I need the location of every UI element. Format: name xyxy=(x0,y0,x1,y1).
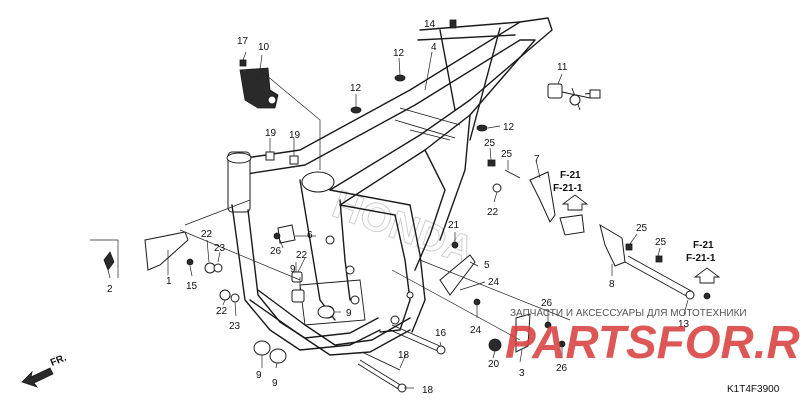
callout-3: 3 xyxy=(519,368,525,379)
part-11-lock xyxy=(547,83,601,111)
callout-9-d: 9 xyxy=(272,378,278,389)
svg-text:F-21: F-21 xyxy=(693,240,714,251)
part-22-washer-b xyxy=(219,289,231,301)
callout-14: 14 xyxy=(424,19,436,30)
svg-text:F-21-1: F-21-1 xyxy=(553,183,583,194)
sensor-bracket xyxy=(559,214,585,236)
part-18-bolt-b xyxy=(359,359,403,387)
callout-22-c: 22 xyxy=(216,306,228,317)
part-6-bracket xyxy=(277,224,296,244)
part-17-bolt xyxy=(239,59,247,67)
part-23-washer-a xyxy=(213,263,223,273)
part-7-bracket xyxy=(529,171,556,223)
callout-9-a: 9 xyxy=(290,264,296,275)
diagram-code: K1T4F3900 xyxy=(727,384,780,395)
callout-19-b: 19 xyxy=(289,130,301,141)
callout-26-a: 26 xyxy=(270,246,282,257)
callout-12-a: 12 xyxy=(393,48,405,59)
part-25-bolt-a xyxy=(487,159,496,167)
callout-9-b: 9 xyxy=(346,308,352,319)
watermark-tagline: ЗАПЧАСТИ И АКСЕССУАРЫ ДЛЯ МОТОТЕХНИКИ xyxy=(510,308,747,319)
callout-4: 4 xyxy=(431,42,437,53)
part-15-bolt xyxy=(186,258,194,266)
part-23-washer-b xyxy=(230,293,240,303)
callout-22-b: 22 xyxy=(296,250,308,261)
front-label: FR. xyxy=(49,352,68,368)
part-21-bolt xyxy=(451,241,459,249)
reference-f21-center: F-21 F-21-1 xyxy=(553,170,589,211)
part-25-bolt-d xyxy=(655,255,663,263)
callout-19-a: 19 xyxy=(265,128,277,139)
callout-24-a: 24 xyxy=(488,277,500,288)
main-frame xyxy=(226,17,553,356)
callout-11: 11 xyxy=(557,62,568,73)
callout-7: 7 xyxy=(534,154,540,165)
svg-text:F-21-1: F-21-1 xyxy=(686,253,716,264)
callout-26-b: 26 xyxy=(541,298,553,309)
callout-9-c: 9 xyxy=(256,370,262,381)
callout-13: 13 xyxy=(678,319,690,330)
callout-2: 2 xyxy=(107,284,113,295)
part-24-bolt-a xyxy=(473,298,481,306)
part-9-collar-c xyxy=(317,305,335,319)
front-arrow-icon xyxy=(21,367,54,388)
part-3-guard xyxy=(515,313,531,353)
callout-23-a: 23 xyxy=(214,243,226,254)
svg-text:F-21: F-21 xyxy=(560,170,581,181)
part-9-collar-d xyxy=(253,340,271,356)
callout-12-b: 12 xyxy=(350,83,362,94)
up-arrow-icon xyxy=(693,267,721,284)
part-8-bracket xyxy=(599,223,626,267)
part-18-bolt-a xyxy=(361,351,401,371)
part-9-collar-e xyxy=(269,348,287,364)
callout-8: 8 xyxy=(609,279,615,290)
leader-lines xyxy=(90,21,689,389)
callout-22-a: 22 xyxy=(201,229,213,240)
reference-f21-right: F-21 F-21-1 xyxy=(686,240,721,300)
part-19-clip-left xyxy=(265,151,275,161)
partsfor-watermark: ЗАПЧАСТИ И АКСЕССУАРЫ ДЛЯ МОТОТЕХНИКИ PA… xyxy=(505,308,800,368)
part-2-bolt xyxy=(103,251,115,271)
callout-17: 17 xyxy=(237,36,249,47)
callout-6: 6 xyxy=(307,230,313,241)
part-25-bolt-c xyxy=(625,243,633,251)
part-19-clip-right xyxy=(289,155,299,165)
callout-23-b: 23 xyxy=(229,321,241,332)
part-1-bracket xyxy=(144,231,189,271)
callout-25-a: 25 xyxy=(484,138,496,149)
part-12-grommet-right xyxy=(476,124,488,132)
callout-26-c: 26 xyxy=(556,363,568,374)
part-13-bolt xyxy=(624,261,691,299)
part-26-screw-c xyxy=(273,232,281,240)
callouts: 1 2 3 4 5 6 7 8 9 9 9 9 10 11 12 12 12 1… xyxy=(107,19,690,396)
callout-1: 1 xyxy=(166,276,172,287)
callout-24-b: 24 xyxy=(470,325,482,336)
callout-5: 5 xyxy=(484,260,490,271)
part-12-grommet-top xyxy=(394,74,406,82)
callout-16: 16 xyxy=(435,328,447,339)
callout-10: 10 xyxy=(258,42,270,53)
front-direction: FR. xyxy=(21,352,68,388)
part-16-bolt xyxy=(389,329,441,353)
part-20-grommet xyxy=(488,338,502,352)
callout-21: 21 xyxy=(448,220,460,231)
up-arrow-icon xyxy=(561,194,589,211)
part-9-collar-b xyxy=(291,289,305,303)
callout-25-d: 25 xyxy=(655,237,667,248)
callout-25-c: 25 xyxy=(636,223,648,234)
callout-12-c: 12 xyxy=(503,122,515,133)
callout-20: 20 xyxy=(488,359,500,370)
callout-18-a: 18 xyxy=(398,350,410,361)
part-25-bolt-b xyxy=(504,169,521,179)
watermark-logo: PARTSFOR.RU xyxy=(505,316,800,368)
callout-15: 15 xyxy=(186,281,198,292)
callout-25-b: 25 xyxy=(501,149,513,160)
part-12-grommet-left xyxy=(350,106,362,114)
callout-18-b: 18 xyxy=(422,385,434,396)
part-14-bolt xyxy=(449,19,457,29)
part-22-nut-a xyxy=(492,183,502,193)
callout-22-d: 22 xyxy=(487,207,499,218)
